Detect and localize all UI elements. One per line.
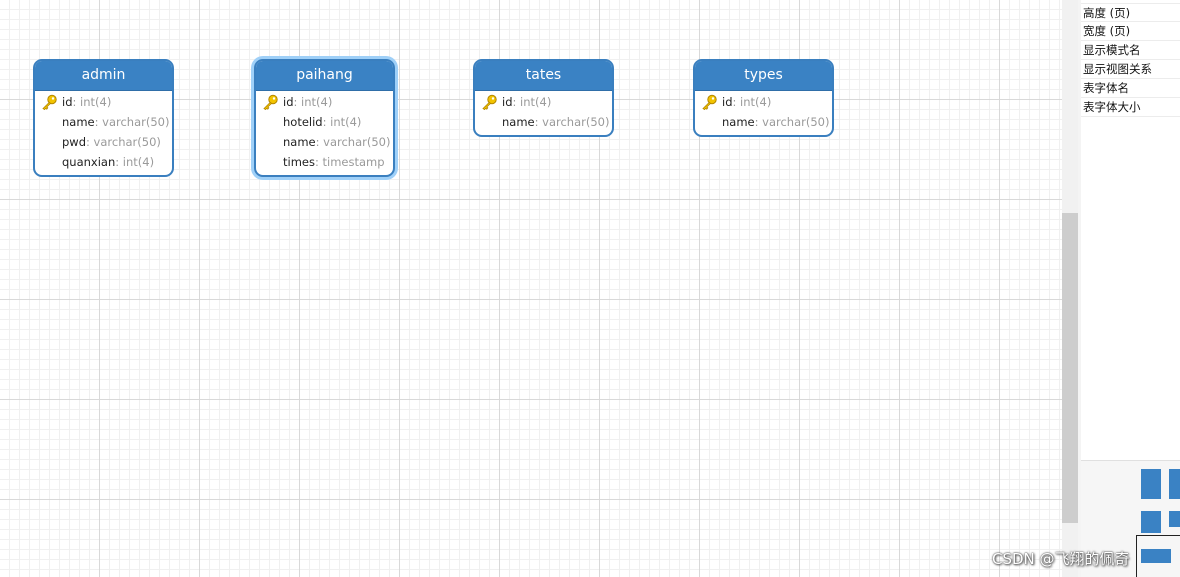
- field-type: : int(4): [115, 155, 155, 169]
- entity-fields: id: int(4) hotelid: int(4) name: varchar…: [256, 91, 393, 175]
- field-row[interactable]: name: varchar(50): [695, 112, 832, 132]
- field-name: hotelid: [283, 115, 323, 129]
- field-row[interactable]: id: int(4): [256, 92, 393, 112]
- minimap-entity: [1141, 469, 1161, 499]
- field-row[interactable]: name: varchar(50): [35, 112, 172, 132]
- minimap-entity: [1169, 511, 1180, 527]
- key-icon: [702, 94, 717, 110]
- entity-title[interactable]: admin: [35, 61, 172, 91]
- entity-fields: id: int(4) name: varchar(50): [475, 91, 612, 135]
- field-row[interactable]: name: varchar(50): [256, 132, 393, 152]
- property-table-font-size[interactable]: 表字体大小: [1081, 98, 1180, 117]
- entity-title[interactable]: tates: [475, 61, 612, 91]
- field-row[interactable]: hotelid: int(4): [256, 112, 393, 132]
- field-type: : int(4): [72, 95, 112, 109]
- field-name: id: [283, 95, 294, 109]
- properties-panel: 高度 (页) 宽度 (页) 显示模式名 显示视图关系 表字体名 表字体大小: [1081, 0, 1180, 460]
- minimap-entity: [1141, 549, 1171, 563]
- field-name: pwd: [62, 135, 87, 149]
- entity-paihang[interactable]: paihang id: int(4) hotelid: int(4) name:…: [254, 59, 395, 177]
- entity-types[interactable]: types id: int(4) name: varchar(50): [693, 59, 834, 137]
- field-type: : timestamp: [314, 155, 385, 169]
- field-name: name: [62, 115, 95, 129]
- field-name: id: [502, 95, 513, 109]
- field-row[interactable]: quanxian: int(4): [35, 152, 172, 172]
- field-row[interactable]: id: int(4): [695, 92, 832, 112]
- entity-fields: id: int(4) name: varchar(50) pwd: varcha…: [35, 91, 172, 175]
- key-icon: [42, 94, 57, 110]
- field-name: name: [722, 115, 755, 129]
- field-name: name: [502, 115, 535, 129]
- property-height-pages[interactable]: 高度 (页): [1081, 3, 1180, 22]
- key-icon: [263, 94, 278, 110]
- field-row[interactable]: id: int(4): [35, 92, 172, 112]
- minimap-viewport[interactable]: [1136, 535, 1180, 577]
- entity-title[interactable]: types: [695, 61, 832, 91]
- field-type: : int(4): [732, 95, 772, 109]
- field-type: : int(4): [512, 95, 552, 109]
- field-name: name: [283, 135, 316, 149]
- field-row[interactable]: pwd: varchar(50): [35, 132, 172, 152]
- property-show-view-relations[interactable]: 显示视图关系: [1081, 60, 1180, 79]
- field-name: id: [62, 95, 73, 109]
- overview-minimap[interactable]: [1081, 460, 1180, 577]
- diagram-canvas[interactable]: admin id: int(4) name: varchar(50) pwd: …: [0, 0, 1062, 577]
- property-show-schema-name[interactable]: 显示模式名: [1081, 41, 1180, 60]
- key-icon: [482, 94, 497, 110]
- field-type: : varchar(50): [754, 115, 830, 129]
- entity-fields: id: int(4) name: varchar(50): [695, 91, 832, 135]
- field-type: : varchar(50): [94, 115, 170, 129]
- field-type: : varchar(50): [86, 135, 161, 149]
- field-type: : varchar(50): [315, 135, 391, 149]
- field-row[interactable]: id: int(4): [475, 92, 612, 112]
- field-type: : varchar(50): [534, 115, 610, 129]
- field-type: : int(4): [293, 95, 333, 109]
- vertical-scrollbar-thumb[interactable]: [1062, 213, 1078, 523]
- field-name: id: [722, 95, 733, 109]
- minimap-entity: [1169, 469, 1180, 499]
- field-name: quanxian: [62, 155, 116, 169]
- field-row[interactable]: name: varchar(50): [475, 112, 612, 132]
- entity-admin[interactable]: admin id: int(4) name: varchar(50) pwd: …: [33, 59, 174, 177]
- property-width-pages[interactable]: 宽度 (页): [1081, 22, 1180, 41]
- field-row[interactable]: times: timestamp: [256, 152, 393, 172]
- panel-splitter[interactable]: [1078, 0, 1081, 577]
- property-table-font-name[interactable]: 表字体名: [1081, 79, 1180, 98]
- field-type: : int(4): [322, 115, 362, 129]
- entity-tates[interactable]: tates id: int(4) name: varchar(50): [473, 59, 614, 137]
- watermark: CSDN @飞翔的佩奇: [992, 550, 1130, 568]
- field-name: times: [283, 155, 315, 169]
- entity-title[interactable]: paihang: [256, 61, 393, 91]
- minimap-entity: [1141, 511, 1161, 533]
